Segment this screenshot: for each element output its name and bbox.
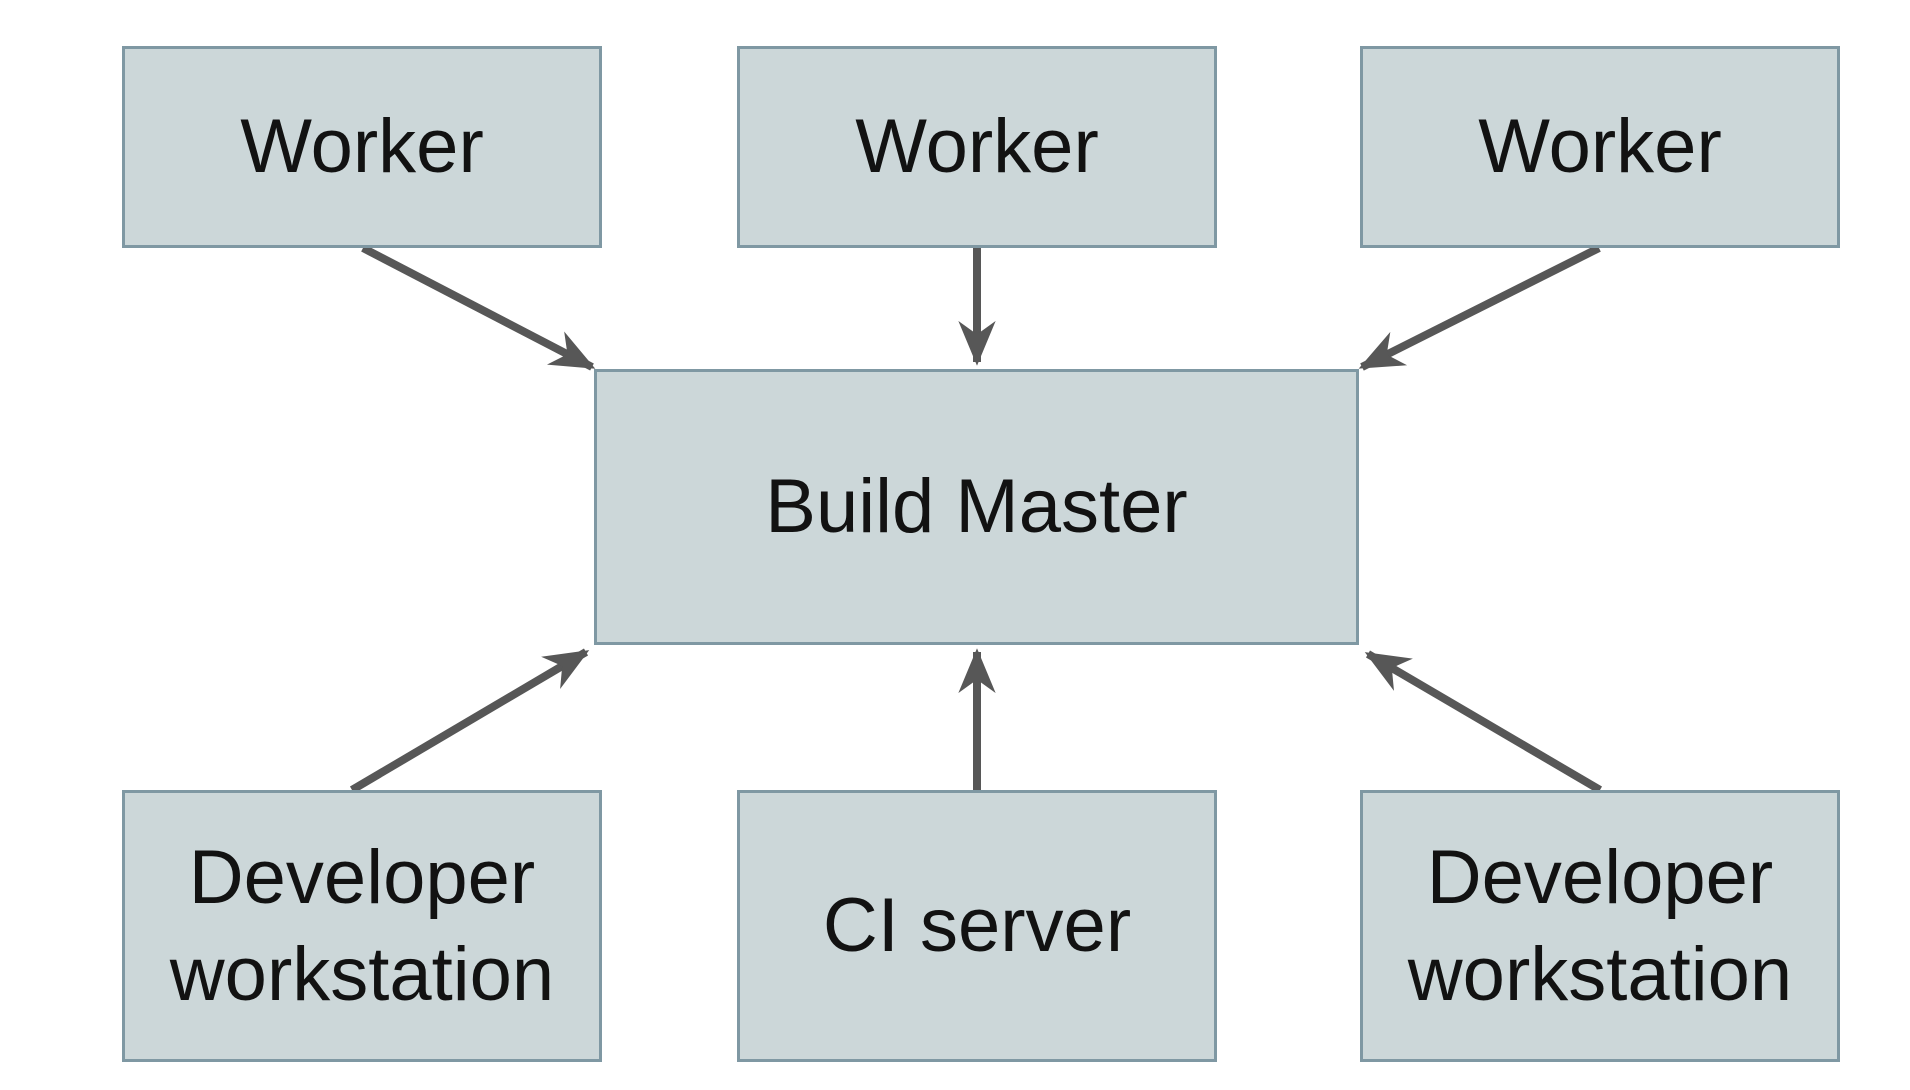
developer-workstation-left-label: Developer workstation [169,834,555,1017]
arrow-devleft-to-buildmaster [349,648,590,794]
build-master-label: Build Master [765,464,1188,550]
ci-server-label: CI server [822,883,1132,969]
node-worker-3: Worker [1360,46,1840,248]
node-developer-workstation-left: Developer workstation [122,790,602,1062]
node-ci-server: CI server [737,790,1217,1062]
arrow-worker1-to-buildmaster [361,244,596,371]
worker-2-label: Worker [855,104,1099,190]
developer-workstation-right-label: Developer workstation [1407,834,1793,1017]
node-developer-workstation-right: Developer workstation [1360,790,1840,1062]
node-worker-2: Worker [737,46,1217,248]
worker-1-label: Worker [240,104,484,190]
arrow-devright-to-buildmaster [1364,650,1603,794]
arrow-worker3-to-buildmaster [1358,244,1601,371]
node-worker-1: Worker [122,46,602,248]
worker-3-label: Worker [1478,104,1722,190]
node-build-master: Build Master [594,369,1359,645]
